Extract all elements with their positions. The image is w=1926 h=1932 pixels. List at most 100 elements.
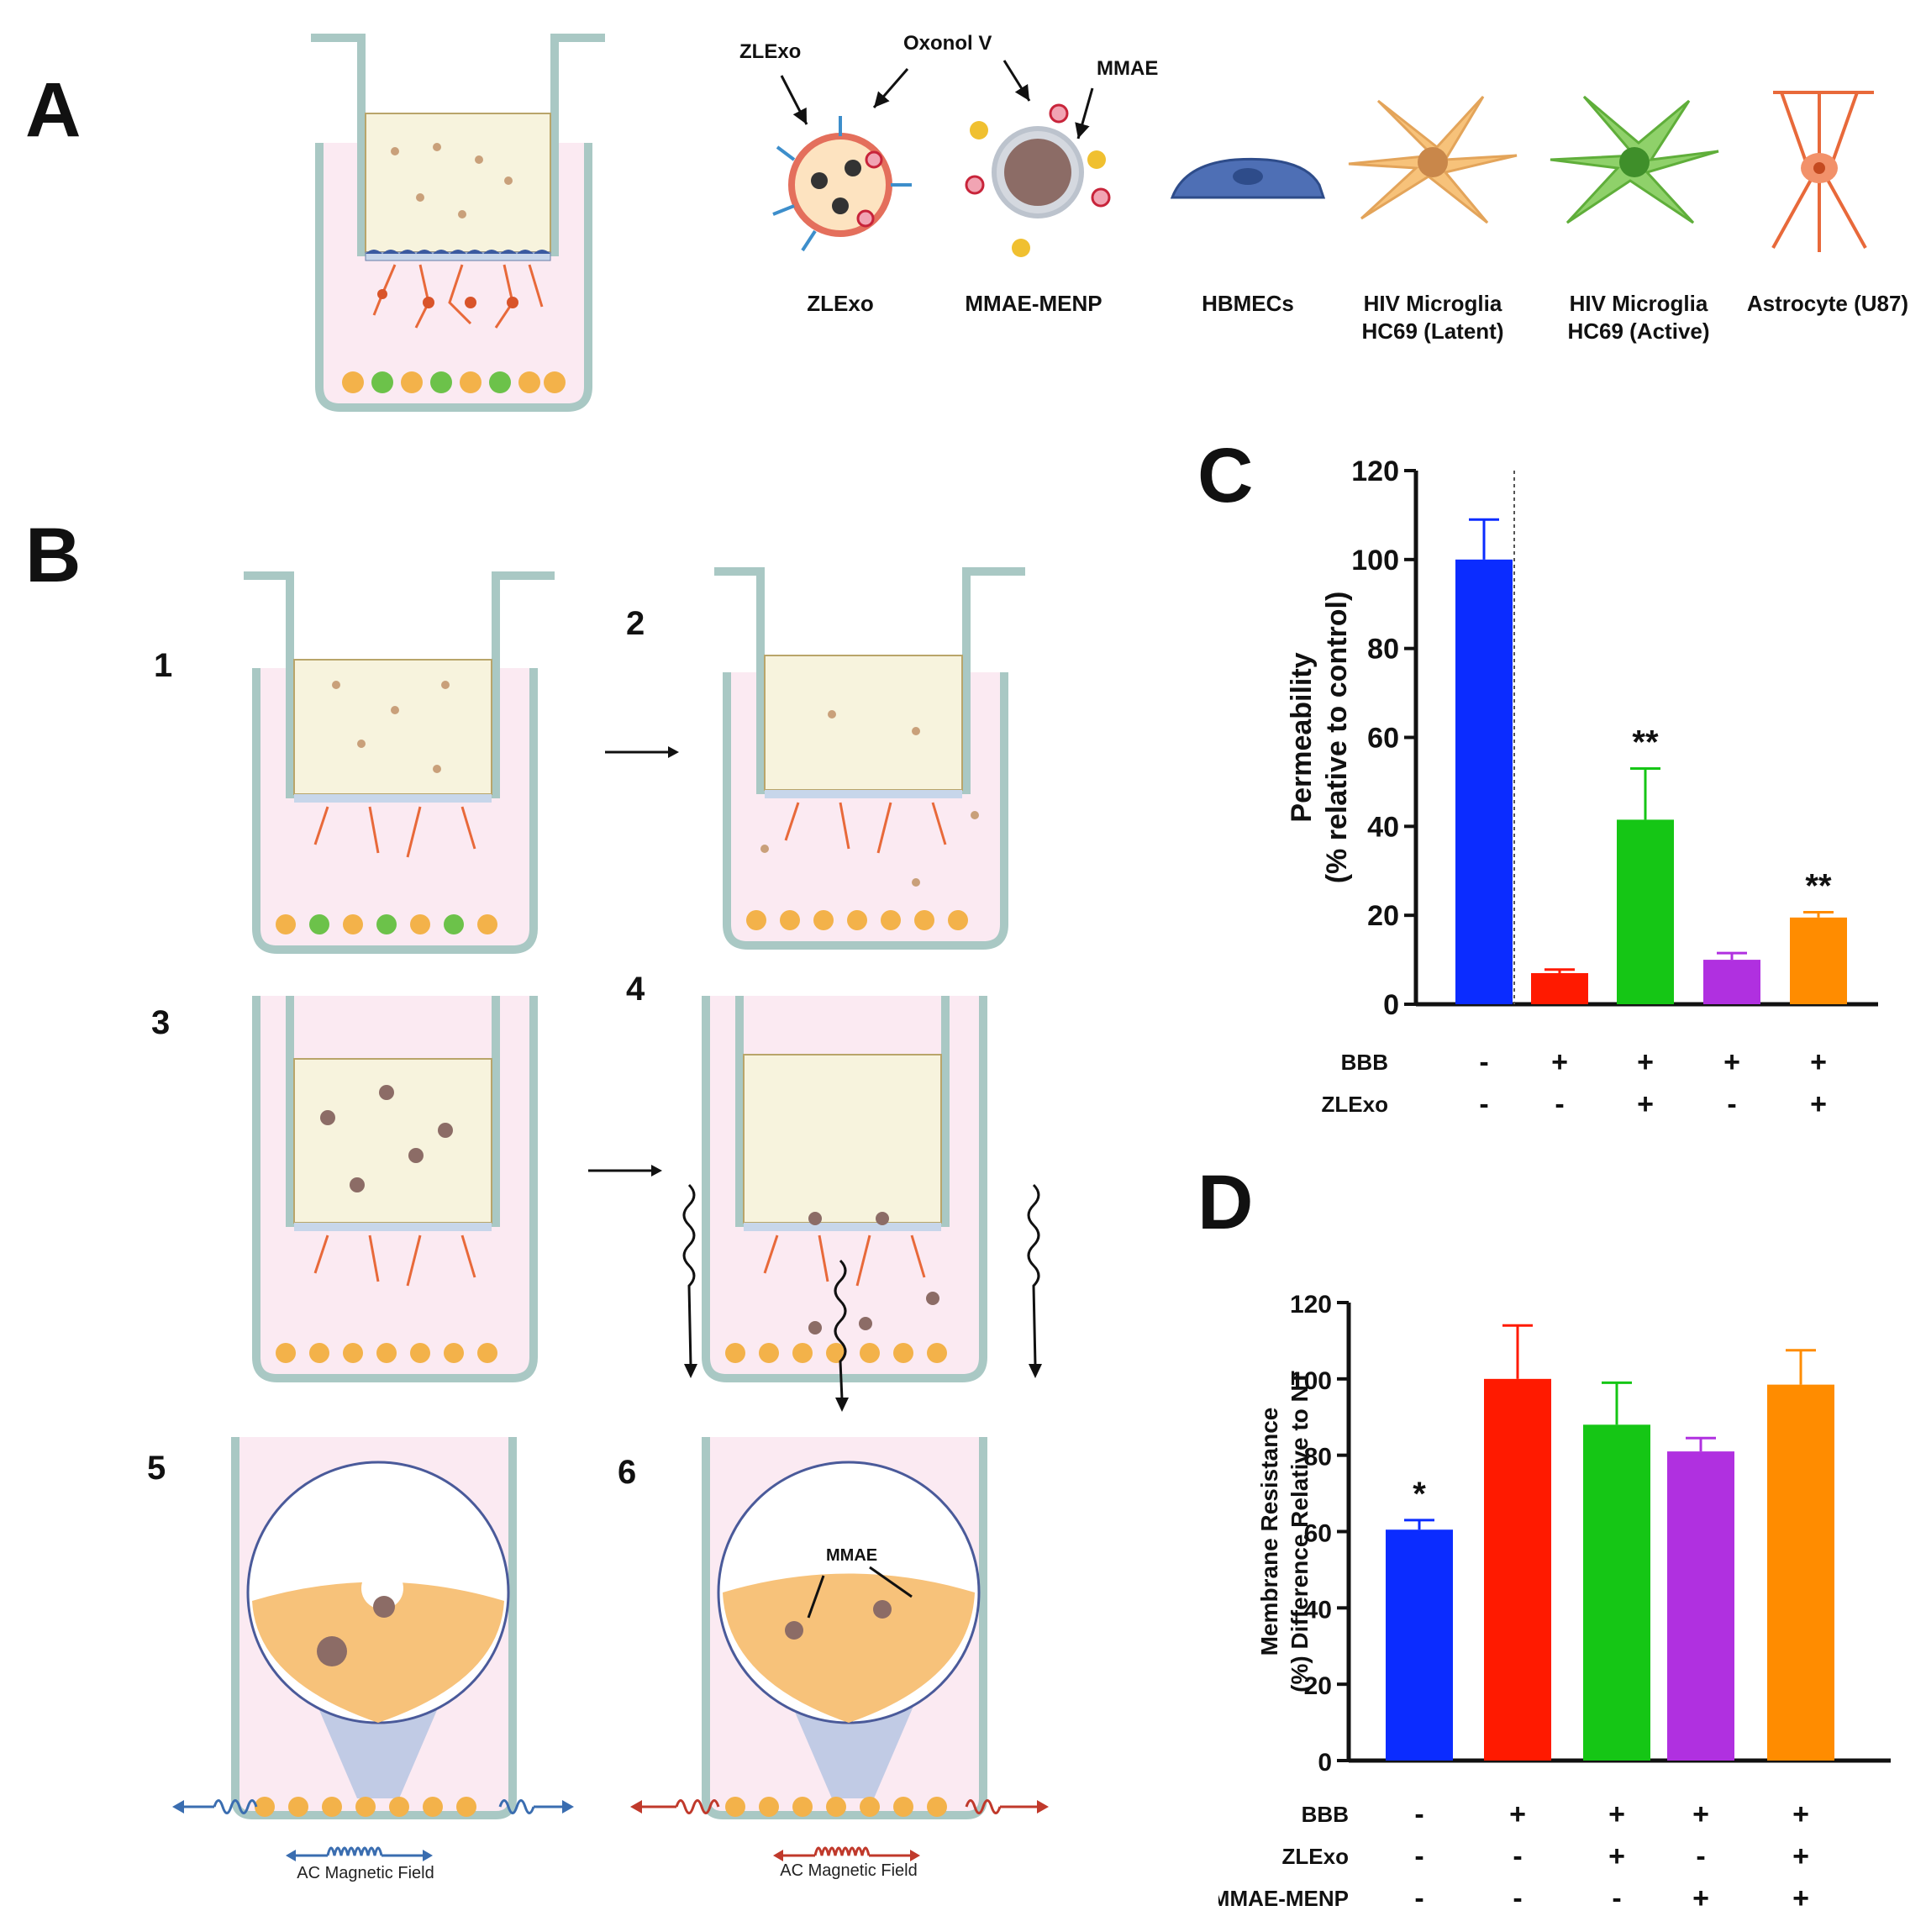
condition-value: - bbox=[1479, 1046, 1488, 1078]
condition-value: - bbox=[1414, 1798, 1423, 1830]
condition-value: + bbox=[1792, 1882, 1809, 1914]
bar bbox=[1767, 1384, 1834, 1761]
condition-value: + bbox=[1792, 1798, 1809, 1830]
mmae-zoom-label: MMAE bbox=[826, 1546, 878, 1565]
legend-label-zlexo: ZLExo bbox=[807, 291, 874, 316]
ac-field-waveform-5 bbox=[286, 1846, 433, 1861]
condition-value: - bbox=[1479, 1088, 1488, 1120]
condition-value: - bbox=[1555, 1088, 1564, 1120]
legend-label-microglia-latent: HIV Microglia HC69 (Latent) bbox=[1361, 291, 1504, 344]
hbmec-icon bbox=[1170, 157, 1326, 199]
bar bbox=[1667, 1451, 1734, 1761]
astrocyte-icon bbox=[1771, 91, 1874, 252]
step-arrow-1-2 bbox=[605, 746, 679, 758]
step-arrow-3-4 bbox=[588, 1165, 662, 1177]
transwell-step-6-zoom bbox=[630, 1437, 1049, 1819]
y-axis-title: Membrane Resistance(%) Difference Relati… bbox=[1256, 1371, 1313, 1692]
condition-value: - bbox=[1696, 1840, 1705, 1872]
step-1-number: 1 bbox=[154, 647, 173, 684]
bars: * bbox=[1386, 1324, 1834, 1761]
condition-value: - bbox=[1513, 1882, 1522, 1914]
y-tick-label: 100 bbox=[1290, 1367, 1332, 1395]
bar bbox=[1386, 1529, 1453, 1761]
y-axis-title: Permeability(% relative to control) bbox=[1286, 592, 1353, 884]
y-tick-label: 0 bbox=[1383, 989, 1399, 1021]
significance-marker: ** bbox=[1805, 867, 1832, 904]
bar bbox=[1531, 972, 1588, 1004]
transwell-step-2 bbox=[714, 567, 1025, 950]
panel-c-letter: C bbox=[1197, 433, 1254, 519]
panel-a-letter: A bbox=[25, 67, 82, 153]
condition-value: + bbox=[1810, 1088, 1827, 1120]
condition-label: MMAE-MENP bbox=[1218, 1886, 1349, 1911]
ac-field-label-6: AC Magnetic Field bbox=[780, 1861, 918, 1880]
y-tick-label: 20 bbox=[1304, 1672, 1332, 1700]
bar bbox=[1484, 1378, 1551, 1761]
condition-table: BBB-++++ZLExo--+-+MMAE-MENP---++ bbox=[1218, 1798, 1809, 1914]
callout-zlexo: ZLExo bbox=[739, 40, 802, 63]
zlexo-icon bbox=[772, 116, 912, 252]
y-tick-label: 60 bbox=[1367, 723, 1399, 755]
condition-value: + bbox=[1637, 1046, 1654, 1078]
condition-value: + bbox=[1792, 1840, 1809, 1872]
condition-value: + bbox=[1608, 1840, 1625, 1872]
legend-label-astrocyte: Astrocyte (U87) bbox=[1746, 291, 1909, 316]
y-tick-label: 40 bbox=[1367, 811, 1399, 843]
bar bbox=[1583, 1424, 1650, 1761]
y-tick-label: 20 bbox=[1367, 900, 1399, 932]
legend-label-hbmecs: HBMECs bbox=[1202, 291, 1294, 316]
legend-label-mmae-menp: MMAE-MENP bbox=[965, 291, 1102, 316]
condition-value: + bbox=[1723, 1046, 1740, 1078]
bar bbox=[1703, 960, 1760, 1004]
microglia-active-icon bbox=[1550, 95, 1719, 224]
condition-value: + bbox=[1608, 1798, 1625, 1830]
transwell-model-illustration bbox=[311, 34, 605, 412]
y-tick-label: 120 bbox=[1290, 1291, 1332, 1319]
panel-b-letter: B bbox=[25, 513, 82, 598]
callout-mmae: MMAE bbox=[1097, 57, 1159, 80]
condition-value: + bbox=[1810, 1046, 1827, 1078]
significance-marker: ** bbox=[1632, 724, 1659, 761]
condition-value: + bbox=[1692, 1798, 1709, 1830]
bar bbox=[1455, 559, 1513, 1004]
condition-value: + bbox=[1692, 1882, 1709, 1914]
step-6-number: 6 bbox=[618, 1454, 637, 1491]
bars: ** ** bbox=[1455, 518, 1847, 1004]
callout-oxonol: Oxonol V bbox=[903, 32, 992, 55]
condition-value: - bbox=[1513, 1840, 1522, 1872]
condition-value: - bbox=[1727, 1088, 1736, 1120]
condition-label: ZLExo bbox=[1322, 1092, 1388, 1117]
transwell-step-3 bbox=[252, 996, 538, 1382]
bar bbox=[1617, 819, 1674, 1004]
transwell-step-4 bbox=[682, 996, 1042, 1412]
step-4-number: 4 bbox=[626, 971, 645, 1008]
y-tick-label: 120 bbox=[1351, 455, 1399, 487]
mmae-menp-icon bbox=[965, 103, 1111, 257]
y-tick-label: 80 bbox=[1304, 1444, 1332, 1471]
ac-field-waveform-6 bbox=[773, 1846, 920, 1861]
significance-marker: * bbox=[1413, 1476, 1426, 1513]
y-tick-label: 80 bbox=[1367, 634, 1399, 666]
condition-value: + bbox=[1509, 1798, 1526, 1830]
condition-value: - bbox=[1414, 1882, 1423, 1914]
transwell-step-5-zoom bbox=[172, 1437, 574, 1819]
step-3-number: 3 bbox=[151, 1004, 171, 1041]
legend-label-microglia-active: HIV Microglia HC69 (Active) bbox=[1567, 291, 1710, 344]
condition-value: + bbox=[1551, 1046, 1568, 1078]
condition-value: + bbox=[1637, 1088, 1654, 1120]
y-tick-label: 100 bbox=[1351, 545, 1399, 576]
step-5-number: 5 bbox=[147, 1450, 166, 1487]
step-2-number: 2 bbox=[626, 605, 645, 642]
panel-d-letter: D bbox=[1197, 1160, 1254, 1245]
condition-value: - bbox=[1414, 1840, 1423, 1872]
microglia-latent-icon bbox=[1348, 95, 1518, 224]
bar bbox=[1790, 917, 1847, 1004]
condition-label: ZLExo bbox=[1282, 1844, 1349, 1869]
y-tick-label: 40 bbox=[1304, 1596, 1332, 1624]
ac-field-label-5: AC Magnetic Field bbox=[297, 1864, 434, 1882]
y-tick-label: 0 bbox=[1318, 1749, 1332, 1777]
condition-table: BBB-++++ZLExo--+-+ bbox=[1322, 1046, 1827, 1120]
condition-label: BBB bbox=[1302, 1802, 1349, 1827]
